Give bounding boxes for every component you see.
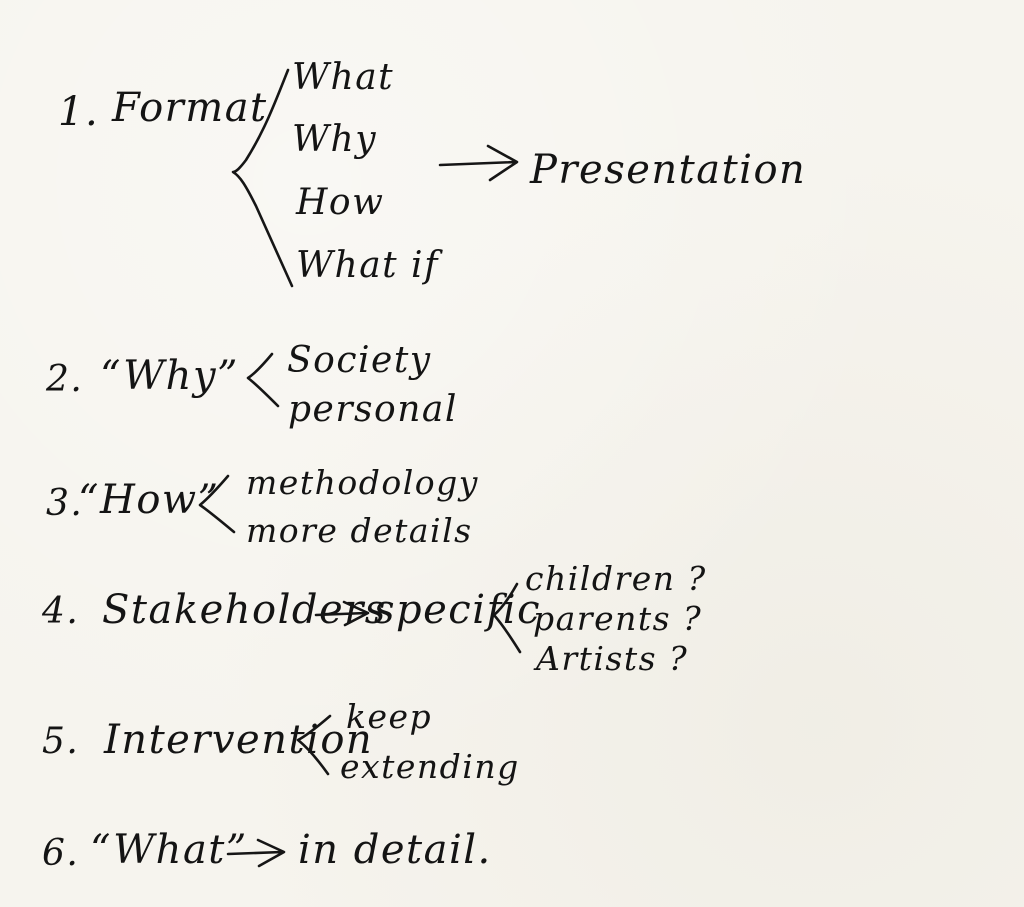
item6-arrow-icon (226, 838, 286, 868)
item5-branch-extending: extending (340, 747, 520, 786)
item4-branch-artists: Artists ? (536, 639, 689, 678)
item4-branch-parents: parents ? (533, 599, 703, 638)
item6-label: “What” (90, 827, 248, 873)
item3-branch-more-details: more details (246, 511, 473, 550)
item4-arrow-icon (314, 600, 370, 627)
item1-branch-how: How (296, 182, 385, 223)
item1-branch-why: Why (292, 119, 378, 160)
item4-label: Stakeholders (102, 587, 387, 633)
item2-angle-icon (246, 352, 280, 408)
item1-brace-icon (231, 68, 294, 288)
item4-branch-children: children ? (525, 559, 707, 598)
item3-angle-icon (198, 474, 236, 534)
item3-number: 3. (46, 483, 84, 524)
item2-label: “Why” (100, 353, 239, 399)
item1-branch-what-if: What if (296, 245, 439, 286)
item6-result: in detail. (298, 827, 492, 873)
item1-branch-what: What (292, 57, 395, 98)
item3-label: “How” (78, 477, 220, 523)
item1-number: 1. (58, 89, 100, 135)
item5-angle-icon (296, 714, 332, 776)
item5-label: Intervention (104, 717, 374, 763)
item4-middle: specific (374, 587, 541, 633)
item1-arrow-icon (438, 144, 519, 182)
item4-number: 4. (42, 591, 80, 632)
item3-branch-methodology: methodology (246, 463, 479, 502)
item5-number: 5. (42, 721, 80, 762)
item1-label: Format (112, 85, 268, 131)
item1-result: Presentation (530, 147, 807, 193)
item2-branch-society: Society (287, 340, 432, 381)
item5-branch-keep: keep (346, 697, 433, 736)
item2-branch-personal: personal (288, 389, 458, 430)
item6-number: 6. (42, 833, 80, 874)
item2-number: 2. (46, 359, 84, 400)
item4-angle-icon (492, 582, 522, 654)
